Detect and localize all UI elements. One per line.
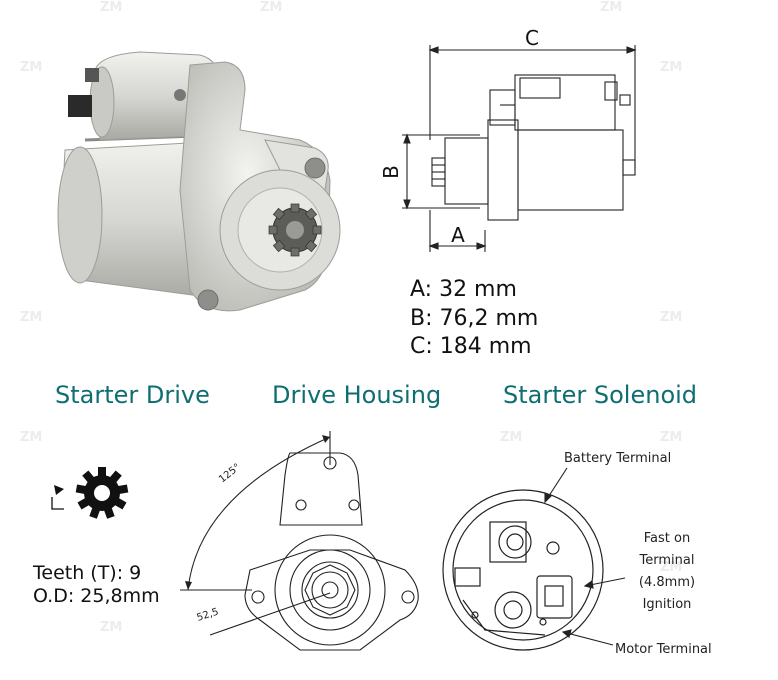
dim-c-label: C <box>525 26 539 50</box>
dimension-b-value: B: 76,2 mm <box>410 306 539 331</box>
angle-label: 125° <box>217 462 243 486</box>
section-title-drive-housing: Drive Housing <box>272 381 442 409</box>
dim-b-label: B <box>380 165 403 179</box>
fast-on-label-2: Terminal <box>639 553 695 568</box>
pinion-gear-diagram <box>51 467 129 519</box>
watermark: ZM <box>20 60 43 75</box>
dim-a-label: A <box>451 223 465 247</box>
dimension-diagram: C B A <box>380 26 637 252</box>
watermark: ZM <box>660 430 683 445</box>
solenoid-terminal-diagram: Battery Terminal Fast on Terminal (4.8mm… <box>442 451 712 657</box>
watermark: ZM <box>100 620 123 635</box>
watermark: ZM <box>600 0 623 15</box>
teeth-count: Teeth (T): 9 <box>33 562 142 584</box>
watermark: ZM <box>20 430 43 445</box>
motor-terminal-label: Motor Terminal <box>615 642 712 657</box>
watermark: ZM <box>660 60 683 75</box>
watermark: ZM <box>100 0 123 15</box>
watermark: ZM <box>660 310 683 325</box>
fast-on-label-1: Fast on <box>644 531 690 546</box>
fast-on-label-4: Ignition <box>643 597 692 612</box>
section-title-starter-solenoid: Starter Solenoid <box>503 381 698 409</box>
watermark: ZM <box>500 430 523 445</box>
watermark: ZM <box>660 560 683 575</box>
dimension-a-value: A: 32 mm <box>410 277 517 302</box>
drive-housing-diagram: 125° 52,5 <box>180 431 419 651</box>
watermark: ZM <box>260 0 283 15</box>
dimension-c-value: C: 184 mm <box>410 334 532 359</box>
fast-on-label-3: (4.8mm) <box>639 575 695 590</box>
section-title-starter-drive: Starter Drive <box>55 381 210 409</box>
battery-terminal-label: Battery Terminal <box>564 451 671 466</box>
radius-label: 52,5 <box>196 607 221 624</box>
outer-diameter: O.D: 25,8mm <box>33 585 160 607</box>
starter-motor-photo <box>57 51 341 312</box>
watermark: ZM <box>20 310 43 325</box>
